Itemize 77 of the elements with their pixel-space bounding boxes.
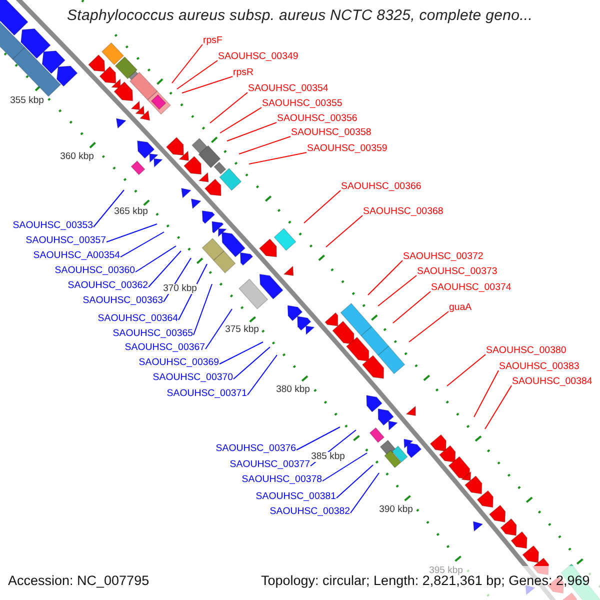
gene-label: SAOUHSC_00372 bbox=[403, 251, 484, 263]
leader-line bbox=[219, 342, 264, 364]
leader-line bbox=[205, 308, 232, 350]
leader-line bbox=[296, 426, 340, 450]
gene-label: SAOUHSC_00360 bbox=[54, 265, 135, 277]
leader-line bbox=[238, 136, 291, 154]
leader-line bbox=[220, 107, 262, 134]
leader-line bbox=[176, 60, 218, 90]
leader-line bbox=[106, 224, 158, 242]
leader-line bbox=[446, 354, 486, 386]
leader-line bbox=[326, 215, 363, 248]
gene-label: SAOUHSC_00383 bbox=[499, 361, 580, 373]
leader-line bbox=[484, 385, 512, 430]
leader-line bbox=[193, 284, 212, 336]
gene-label: SAOUHSC_00373 bbox=[417, 266, 498, 278]
leader-line bbox=[247, 354, 278, 396]
leader-line bbox=[148, 250, 182, 288]
leader-line bbox=[248, 152, 307, 164]
gene-label: SAOUHSC_00353 bbox=[12, 220, 93, 232]
gene-label: SAOUHSC_00365 bbox=[112, 328, 193, 340]
gene-label: SAOUHSC_00368 bbox=[363, 206, 444, 218]
gene-label: SAOUHSC_00369 bbox=[138, 357, 219, 369]
scale-label: 360 kbp bbox=[60, 152, 94, 162]
leader-line bbox=[120, 232, 164, 258]
gene-label: SAOUHSC_00371 bbox=[166, 388, 247, 400]
scale-label: 390 kbp bbox=[379, 505, 413, 515]
leader-line bbox=[408, 311, 449, 342]
gene-label: SAOUHSC_00378 bbox=[242, 474, 322, 486]
gene-label: SAOUHSC_00364 bbox=[98, 313, 178, 325]
gene-label: SAOUHSC_00354 bbox=[248, 83, 328, 95]
gene-label: SAOUHSC_00349 bbox=[218, 51, 298, 63]
leader-line bbox=[210, 92, 248, 124]
gene-label: rpsR bbox=[233, 67, 254, 79]
leader-line bbox=[336, 464, 374, 498]
gene-label: SAOUHSC_00382 bbox=[270, 506, 350, 518]
gene-label: SAOUHSC_00359 bbox=[307, 143, 388, 155]
gene-label: SAOUHSC_00363 bbox=[82, 295, 163, 307]
leader-line bbox=[135, 246, 176, 272]
leader-line bbox=[304, 190, 341, 224]
gene-label: SAOUHSC_00384 bbox=[512, 376, 592, 388]
gene-label: SAOUHSC_00357 bbox=[26, 235, 106, 247]
gene-label: SAOUHSC_00356 bbox=[277, 113, 358, 125]
scale-label: 375 kbp bbox=[225, 325, 259, 335]
gene-label: SAOUHSC_00381 bbox=[256, 491, 336, 503]
leader-line bbox=[368, 260, 403, 296]
gene-label: SAOUHSC_A00354 bbox=[33, 250, 120, 262]
gene-label: SAOUHSC_00367 bbox=[124, 342, 205, 354]
leader-line bbox=[350, 472, 380, 514]
scale-label: 395 kbp bbox=[429, 566, 463, 576]
leader-line bbox=[172, 44, 203, 84]
leader-line bbox=[226, 122, 277, 142]
leader-line bbox=[322, 452, 368, 482]
gene-label: SAOUHSC_00374 bbox=[431, 282, 512, 294]
gene-label: SAOUHSC_00358 bbox=[291, 127, 372, 139]
gene-label: SAOUHSC_00370 bbox=[152, 372, 233, 384]
scale-label: 385 kbp bbox=[311, 452, 345, 462]
leader-line bbox=[182, 76, 233, 94]
gene-label: SAOUHSC_00366 bbox=[341, 181, 422, 193]
scale-label: 370 kbp bbox=[163, 284, 197, 294]
map-title: Staphylococcus aureus subsp. aureus NCTC 8325, complete geno... bbox=[67, 6, 533, 26]
scale-label: 380 kbp bbox=[276, 385, 310, 395]
gene-label: SAOUHSC_00376 bbox=[216, 443, 296, 455]
gene-label: SAOUHSC_00380 bbox=[486, 345, 566, 357]
gene-label: guaA bbox=[449, 302, 472, 314]
accession-text: Accession: NC_007795 bbox=[8, 573, 150, 589]
leader-line bbox=[474, 370, 499, 418]
leader-line bbox=[233, 346, 270, 380]
gene-label: rpsF bbox=[203, 35, 222, 47]
leader-line bbox=[378, 275, 417, 306]
leader-line bbox=[392, 291, 431, 324]
leader-line bbox=[93, 190, 124, 228]
scale-label: 365 kbp bbox=[114, 207, 148, 217]
gene-label: SAOUHSC_00377 bbox=[230, 459, 310, 471]
gene-label: SAOUHSC_00355 bbox=[262, 98, 342, 110]
scale-label: 355 kbp bbox=[10, 96, 44, 106]
genome-summary-text: Topology: circular; Length: 2,821,361 bp; Genes: 2,969 bbox=[261, 573, 590, 589]
gene-label: SAOUHSC_00362 bbox=[68, 280, 148, 292]
